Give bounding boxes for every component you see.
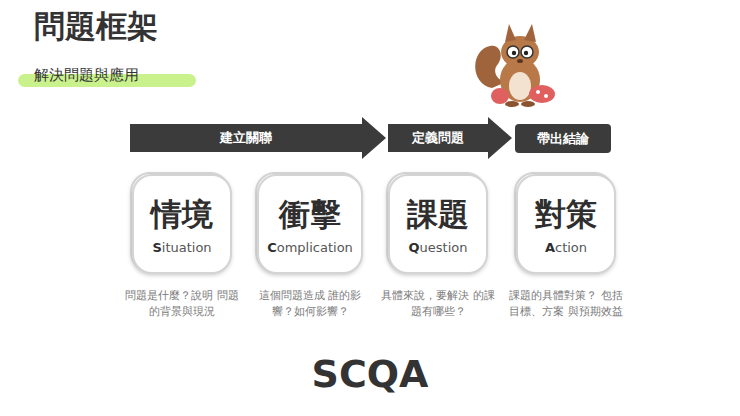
box-description: 具體來說，要解決 的課題有哪些？ <box>376 288 500 320</box>
framework-box: 情境Situation問題是什麼？說明 問題的背景與現況 <box>130 172 230 272</box>
box-heading: 課題 <box>390 194 486 236</box>
box-description: 問題是什麼？說明 問題的背景與現況 <box>120 288 244 320</box>
page-title: 問題框架 <box>34 6 158 48</box>
box-outline: 對策 Action <box>516 174 616 274</box>
box-description: 課題的具體對策？ 包括目標、方案 與預期效益 <box>504 288 628 320</box>
framework-box: 對策Action課題的具體對策？ 包括目標、方案 與預期效益 <box>514 172 614 272</box>
box-heading: 情境 <box>134 194 230 236</box>
box-subheading: Situation <box>134 240 230 255</box>
box-description: 這個問題造成 誰的影響？如何影響？ <box>248 288 372 320</box>
box-outline: 課題 Question <box>388 174 488 274</box>
framework-box: 衝擊Complication這個問題造成 誰的影響？如何影響？ <box>255 172 361 272</box>
box-outline: 衝擊 Complication <box>257 174 363 274</box>
stage-band: 定義問題 <box>388 117 512 159</box>
box-subheading: Action <box>518 240 614 255</box>
band-label: 定義問題 <box>388 117 488 159</box>
band-label: 建立關聯 <box>130 117 362 159</box>
box-heading: 衝擊 <box>259 194 361 236</box>
squirrel-illustration <box>475 24 555 107</box>
band-label: 帶出結論 <box>515 124 611 153</box>
box-subheading: Complication <box>259 240 361 255</box>
stage-band: 建立關聯 <box>130 117 386 159</box>
box-heading: 對策 <box>518 194 614 236</box>
stage-band: 帶出結論 <box>515 124 611 153</box>
box-subheading: Question <box>390 240 486 255</box>
framework-box: 課題Question具體來說，要解決 的課題有哪些？ <box>386 172 486 272</box>
subtitle: 解決問題與應用 <box>34 66 139 85</box>
box-outline: 情境 Situation <box>132 174 232 274</box>
caption: SCQA <box>312 352 429 396</box>
